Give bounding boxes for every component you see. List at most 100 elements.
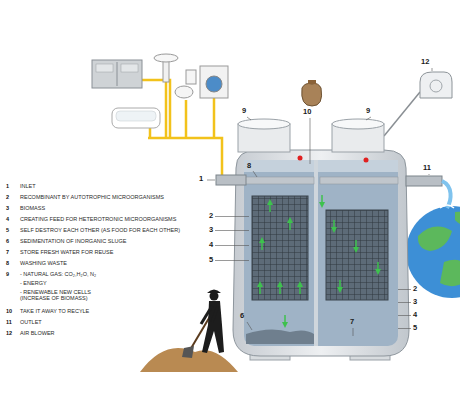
air-blower: [420, 72, 452, 98]
leader-lines: [398, 302, 411, 303]
earth-globe: [440, 260, 460, 286]
callout-number: 6: [240, 312, 244, 321]
leader-lines: [398, 328, 411, 329]
flow-arrows: [289, 220, 291, 230]
key-text: INLET: [20, 183, 36, 189]
leader-lines: [215, 216, 249, 217]
waste-pipes: [185, 100, 188, 138]
callout-number: 2: [209, 212, 213, 221]
tank-body: [244, 177, 314, 184]
key-number: 3: [6, 205, 9, 211]
tank-body: [233, 150, 409, 356]
leader-lines: [398, 315, 411, 316]
household-fixtures: [200, 66, 228, 98]
callout-number: 3: [413, 298, 417, 307]
outlet-pipe: [440, 205, 454, 208]
household-fixtures: [206, 76, 222, 92]
flow-arrows: [333, 220, 335, 230]
key-text: - RENEWABLE NEW CELLS (INCREASE OF BIOMA…: [20, 289, 105, 302]
callout-number: 5: [209, 256, 213, 265]
flow-arrows: [339, 280, 341, 290]
air-valves: [364, 158, 369, 163]
key-number: 8: [6, 260, 9, 266]
earth-globe: [406, 206, 460, 298]
air-blower: [430, 80, 442, 92]
callout-number: 8: [247, 162, 251, 171]
earth-globe: [418, 212, 460, 286]
leader-lines: [215, 230, 249, 231]
household-fixtures: [92, 54, 228, 128]
key-number: 1: [6, 183, 9, 189]
callout-number: 4: [209, 241, 213, 250]
key-number: 4: [6, 216, 9, 222]
key-text: AIR BLOWER: [20, 330, 55, 336]
leader-lines: [432, 68, 433, 71]
leader-lines: [398, 289, 411, 290]
key-number: 9: [6, 271, 9, 277]
tank-body: [314, 160, 318, 346]
key-number: 7: [6, 249, 9, 255]
tank-risers: [332, 119, 384, 129]
waste-sack: [302, 84, 322, 107]
flow-arrows: [269, 202, 271, 212]
waste-sack: [302, 80, 322, 106]
flow-arrows: [377, 262, 379, 272]
flow-arrows: [260, 195, 378, 325]
leader-lines: [366, 117, 371, 120]
leader-lines: [247, 117, 251, 120]
key-number: 2: [6, 194, 9, 200]
outlet-pipe: [406, 176, 442, 186]
household-fixtures: [112, 108, 160, 128]
leader-lines: [215, 260, 249, 261]
waste-sack: [308, 80, 316, 84]
key-number: 12: [6, 330, 12, 336]
air-blower: [420, 72, 452, 98]
callout-number: 3: [209, 226, 213, 235]
key-text: CREATING FEED FOR HETEROTRONIC MICROORGA…: [20, 216, 176, 222]
worker-figure: [208, 301, 222, 325]
household-fixtures: [186, 70, 196, 84]
household-fixtures: [116, 111, 156, 121]
key-number: 6: [6, 238, 9, 244]
worker-figure: [182, 290, 224, 359]
tank-body: [244, 160, 398, 346]
callout-number: 12: [421, 58, 429, 67]
key-text: OUTLET: [20, 319, 42, 325]
key-text: SEDIMENTATION OF INORGANIC SLUGE: [20, 238, 126, 244]
leader-lines: [429, 174, 430, 175]
callout-number: 10: [303, 108, 311, 117]
tank-body: [233, 150, 409, 360]
waste-pipes: [148, 138, 222, 177]
waste-pipes: [149, 128, 152, 138]
key-text: WASHING WASTE: [20, 260, 67, 266]
tank-body: [326, 210, 388, 300]
key-text: STORE FRESH WATER FOR REUSE: [20, 249, 113, 255]
tank-risers: [238, 119, 384, 152]
leader-lines: [207, 68, 432, 336]
household-fixtures: [154, 54, 178, 62]
flow-arrows: [259, 284, 261, 294]
household-fixtures: [175, 86, 193, 98]
key-number: 10: [6, 308, 12, 314]
flow-arrows: [299, 284, 301, 294]
tank-body: [244, 160, 398, 172]
inlet-pipe: [216, 175, 246, 185]
earth-globe: [418, 227, 452, 251]
flow-arrows: [261, 240, 263, 250]
household-fixtures: [117, 62, 118, 86]
leader-lines: [253, 171, 257, 177]
household-fixtures: [163, 60, 169, 82]
worker-figure: [182, 346, 194, 358]
tank-body: [252, 196, 308, 300]
outlet-pipe: [406, 176, 454, 208]
callout-number: 9: [366, 107, 370, 116]
leader-lines: [215, 245, 249, 246]
callout-number: 2: [413, 285, 417, 294]
earth-globe: [455, 212, 460, 226]
worker-figure: [201, 306, 212, 324]
worker-figure: [202, 325, 224, 353]
key-text: - ENERGY: [20, 280, 47, 286]
key-text: - NATURAL GAS: CO₂,H₂O, N₂: [20, 271, 96, 277]
flow-arrows: [355, 240, 357, 250]
